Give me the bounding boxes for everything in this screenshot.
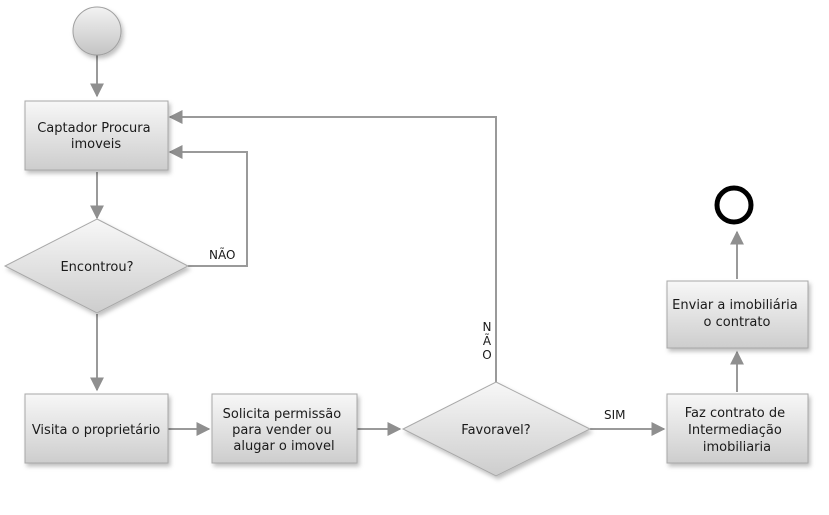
enviar-label: Enviar a imobiliária o contrato: [672, 298, 802, 330]
captador-label-line-1: Captador Procura: [37, 121, 150, 136]
enviar-label-line-1: Enviar a imobiliária: [672, 298, 798, 313]
contrato-label: Faz contrato de Intermediação imobiliari…: [685, 406, 790, 455]
solicita-label-line-3: alugar o imovel: [233, 439, 334, 454]
favoravel-no-label-char: O: [482, 348, 491, 362]
encontrou-label: Encontrou?: [60, 260, 133, 275]
start-node: [72, 6, 122, 56]
contrato-label-line-3: imobiliaria: [703, 440, 771, 455]
captador-box: Captador Procura imoveis: [24, 100, 169, 171]
visita-box: Visita o proprietário: [24, 393, 169, 464]
contrato-label-line-2: Intermediação: [688, 423, 782, 438]
solicita-label-line-2: para vender ou: [232, 423, 332, 438]
favoravel-no-label-char: Ã: [483, 333, 492, 348]
encontrou-no-label: NÃO: [209, 247, 235, 262]
captador-label-line-2: imoveis: [71, 137, 122, 152]
solicita-label: Solicita permissão para vender ou alugar…: [223, 407, 346, 454]
favoravel-label: Favoravel?: [461, 423, 530, 438]
enviar-label-line-2: o contrato: [704, 315, 771, 330]
edge-encontrou-no-loop: [168, 145, 248, 267]
contrato-label-line-1: Faz contrato de: [685, 406, 785, 421]
edge-favoravel-no-loop: [168, 110, 497, 382]
solicita-label-line-1: Solicita permissão: [223, 407, 342, 422]
enviar-box: Enviar a imobiliária o contrato: [666, 280, 809, 349]
favoravel-decision: Favoravel?: [401, 381, 592, 477]
solicita-box: Solicita permissão para vender ou alugar…: [211, 393, 358, 464]
encontrou-decision: Encontrou?: [3, 218, 190, 314]
contrato-box: Faz contrato de Intermediação imobiliari…: [666, 393, 809, 464]
captador-label: Captador Procura imoveis: [37, 121, 155, 152]
connectors: [90, 55, 744, 436]
favoravel-yes-label: SIM: [604, 408, 626, 422]
visita-label: Visita o proprietário: [32, 423, 160, 438]
favoravel-no-label-char: N: [483, 320, 492, 334]
end-node: [714, 185, 754, 225]
